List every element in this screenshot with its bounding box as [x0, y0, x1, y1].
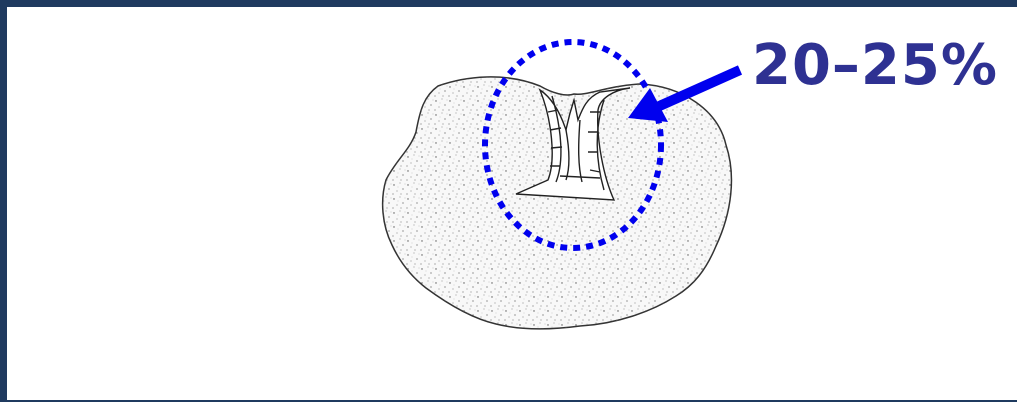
- percentage-label: 20–25%: [752, 38, 998, 94]
